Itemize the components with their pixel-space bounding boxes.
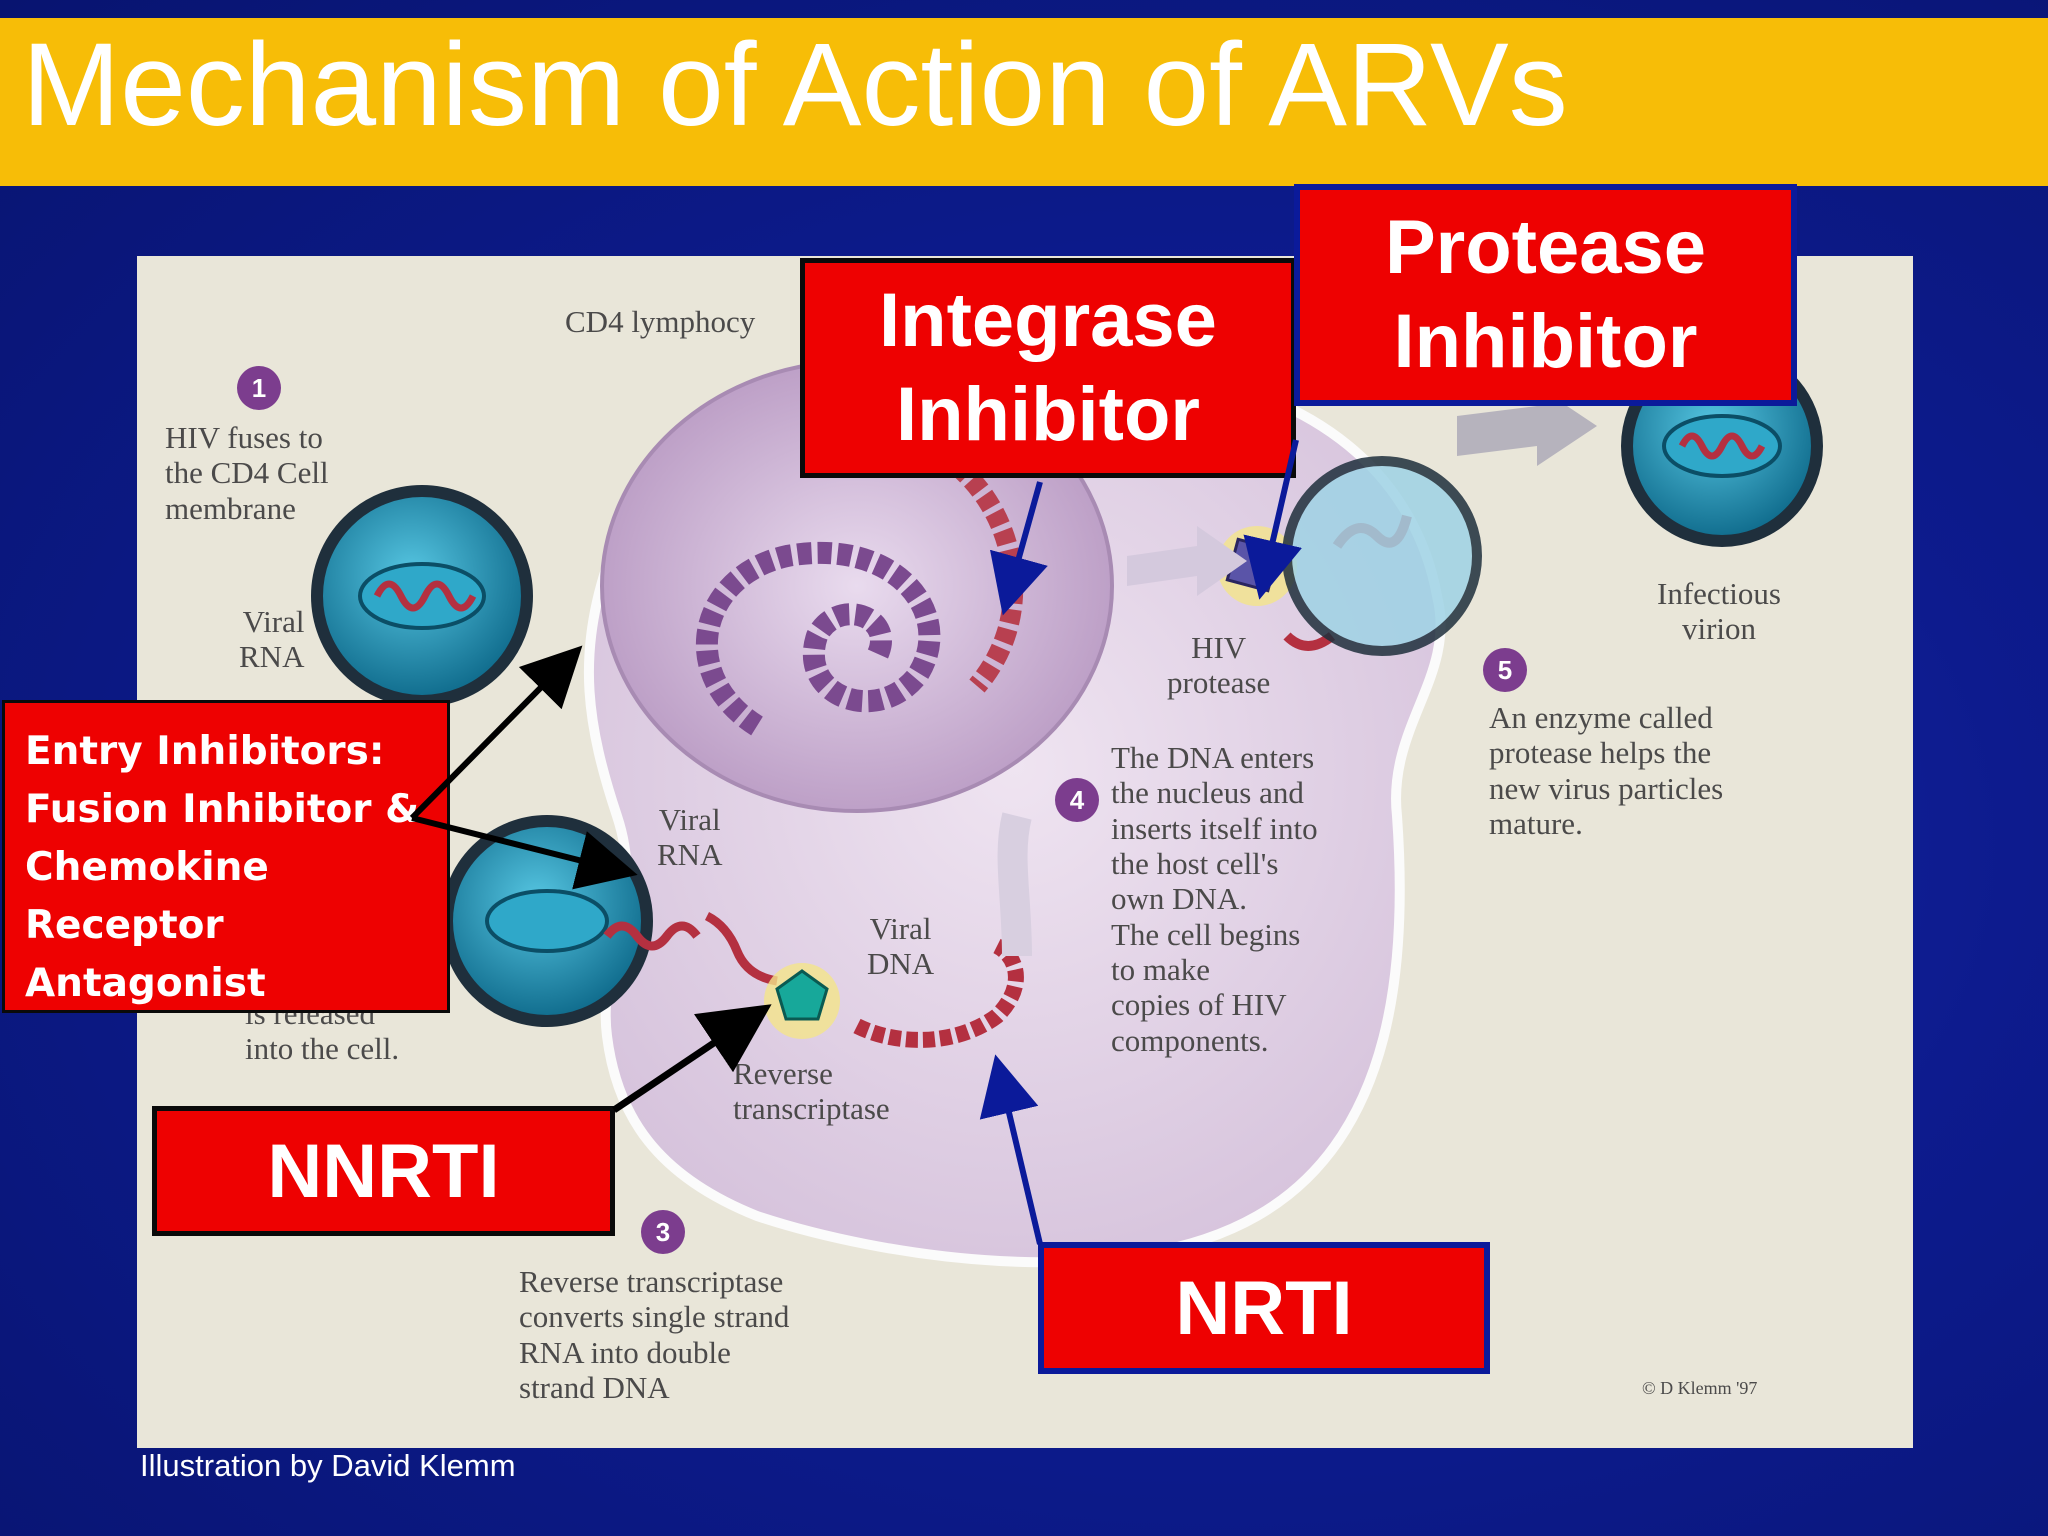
step-1-text: HIV fuses to the CD4 Cell membrane bbox=[165, 420, 329, 526]
entry-arrow-receptor bbox=[411, 815, 638, 890]
viral-rna-mid-label: Viral RNA bbox=[657, 802, 723, 873]
reverse-transcriptase-label: Reverse transcriptase bbox=[733, 1056, 890, 1127]
nnrti-arrow bbox=[612, 1004, 772, 1113]
viral-dna bbox=[853, 938, 1024, 1048]
nrti-arrow bbox=[979, 1054, 1043, 1245]
integrase-arrow bbox=[989, 481, 1048, 616]
entry-inhibitors-callout: Entry Inhibitors: Fusion Inhibitor & Che… bbox=[2, 700, 450, 1013]
slide-title: Mechanism of Action of ARVs bbox=[22, 19, 1568, 151]
integrase-inhibitor-callout: Integrase Inhibitor bbox=[800, 258, 1296, 478]
protease-inhibitor-callout: Protease Inhibitor bbox=[1294, 184, 1797, 406]
reverse-transcriptase-enzyme bbox=[775, 969, 829, 1021]
nnrti-callout: NNRTI bbox=[152, 1106, 615, 1236]
step-5-text: An enzyme called protease helps the new … bbox=[1489, 700, 1724, 841]
integrated-dna bbox=[695, 541, 941, 736]
entry-arrow-fusion bbox=[409, 645, 583, 821]
cd4-label: CD4 lymphocy bbox=[565, 304, 756, 339]
step-4-badge: 4 bbox=[1055, 778, 1099, 822]
step-3-badge: 3 bbox=[641, 1210, 685, 1254]
hiv-protease-label: HIV protease bbox=[1167, 630, 1271, 701]
infectious-virion-label: Infectious virion bbox=[1657, 576, 1781, 647]
step-4-text: The DNA enters the nucleus and inserts i… bbox=[1111, 740, 1318, 1058]
step-1-badge: 1 bbox=[237, 366, 281, 410]
illustration-credit: Illustration by David Klemm bbox=[140, 1448, 516, 1483]
viral-dna-label: Viral DNA bbox=[867, 911, 935, 982]
step-5-badge: 5 bbox=[1483, 648, 1527, 692]
nrti-callout: NRTI bbox=[1038, 1242, 1490, 1374]
title-bar bbox=[0, 18, 2048, 186]
step-3-text: Reverse transcriptase converts single st… bbox=[519, 1264, 790, 1405]
viral-rna-left-label: Viral RNA bbox=[239, 604, 305, 675]
copyright-mark: © D Klemm '97 bbox=[1642, 1378, 1758, 1398]
protease-arrow bbox=[1243, 439, 1302, 600]
